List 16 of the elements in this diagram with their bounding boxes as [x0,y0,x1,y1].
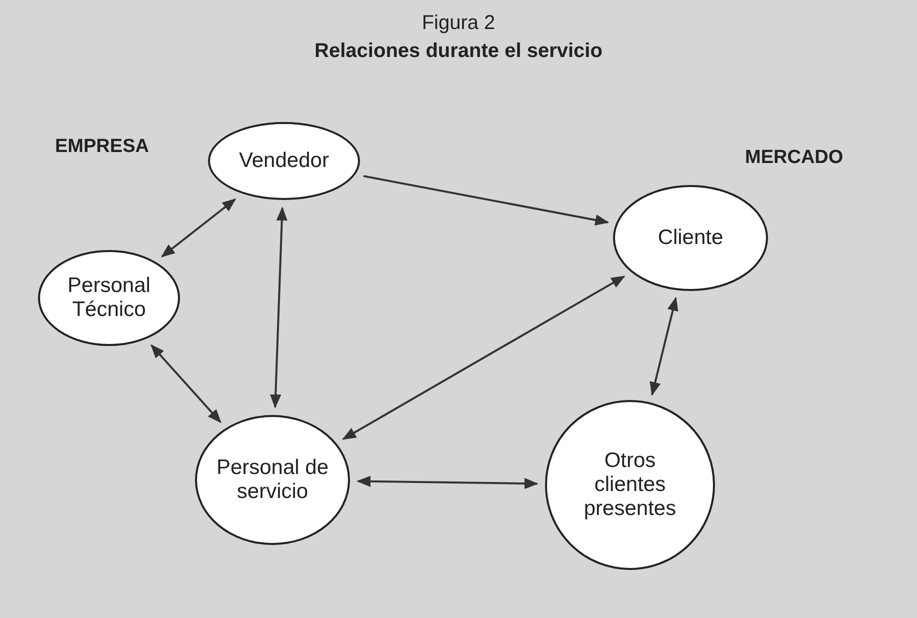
arrow [342,276,626,440]
node-label: Personal Técnico [66,274,152,322]
arrow [650,296,678,396]
arrow [356,476,538,490]
group-heading: MERCADO [745,147,844,169]
group-heading: EMPRESA [55,136,149,158]
arrow [150,344,222,424]
arrow [160,198,236,258]
node-label: Vendedor [239,148,329,174]
arrow [270,206,288,408]
arrow [363,175,610,226]
figure-number: Figura 2 [420,12,496,35]
diagram-title: Relaciones durante el servicio [314,40,604,63]
node-label: Personal de servicio [215,456,330,504]
node-label: Otros clientes presentes [582,448,678,522]
node-label: Cliente [658,226,724,250]
